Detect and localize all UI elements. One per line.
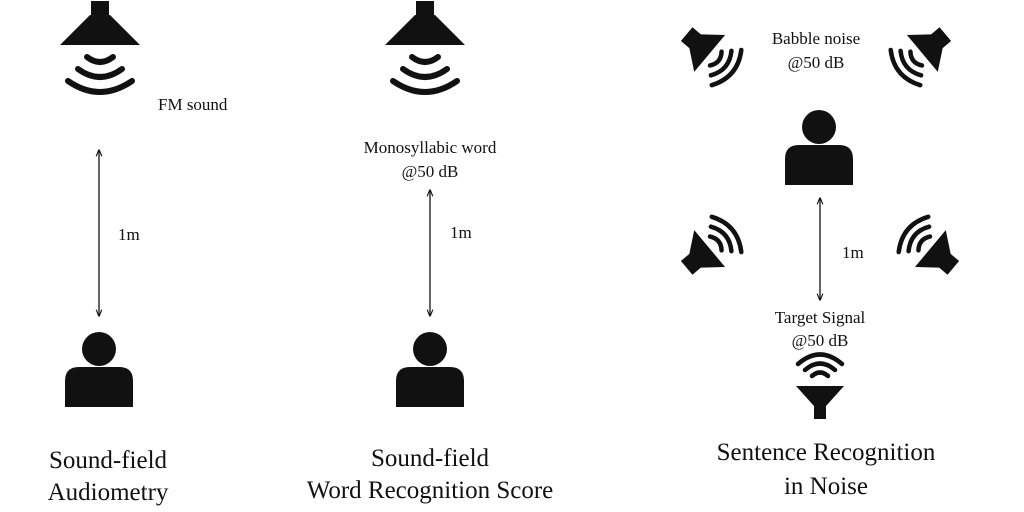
loudspeaker-icon xyxy=(671,211,747,286)
monosyllabic-level-label: @50 dB xyxy=(402,162,459,181)
babble-noise-label: Babble noise xyxy=(772,29,860,48)
fm-sound-label: FM sound xyxy=(158,95,228,114)
target-speaker-icon xyxy=(795,352,845,419)
caption-line1: Sound-field xyxy=(49,447,168,474)
panel-sentence-recognition-in-noise: Babble noise @50 dB 1m Target Signal @50… xyxy=(671,16,968,500)
monosyllabic-word-label: Monosyllabic word xyxy=(364,138,497,157)
caption-line2: Word Recognition Score xyxy=(307,477,554,504)
ceiling-speaker-icon xyxy=(60,1,140,92)
target-signal-label: Target Signal xyxy=(775,308,866,327)
panel-sound-field-audiometry: FM sound 1m Sound-field Audiometry xyxy=(48,1,228,506)
loudspeaker-icon xyxy=(884,16,960,91)
ceiling-speaker-icon xyxy=(385,1,465,92)
person-icon xyxy=(785,110,853,185)
person-icon xyxy=(396,332,464,407)
person-icon xyxy=(65,332,133,407)
caption-line1: Sentence Recognition xyxy=(717,439,936,466)
distance-label: 1m xyxy=(118,225,140,244)
loudspeaker-icon xyxy=(671,16,747,91)
babble-level-label: @50 dB xyxy=(788,53,845,72)
caption-line1: Sound-field xyxy=(371,445,490,472)
panel-word-recognition-score: Monosyllabic word @50 dB 1m Sound-field … xyxy=(307,1,554,504)
distance-label: 1m xyxy=(842,243,864,262)
distance-label: 1m xyxy=(450,223,472,242)
caption-line2: in Noise xyxy=(784,473,868,500)
loudspeaker-icon xyxy=(892,211,968,286)
caption-line2: Audiometry xyxy=(48,479,169,506)
target-level-label: @50 dB xyxy=(792,331,849,350)
